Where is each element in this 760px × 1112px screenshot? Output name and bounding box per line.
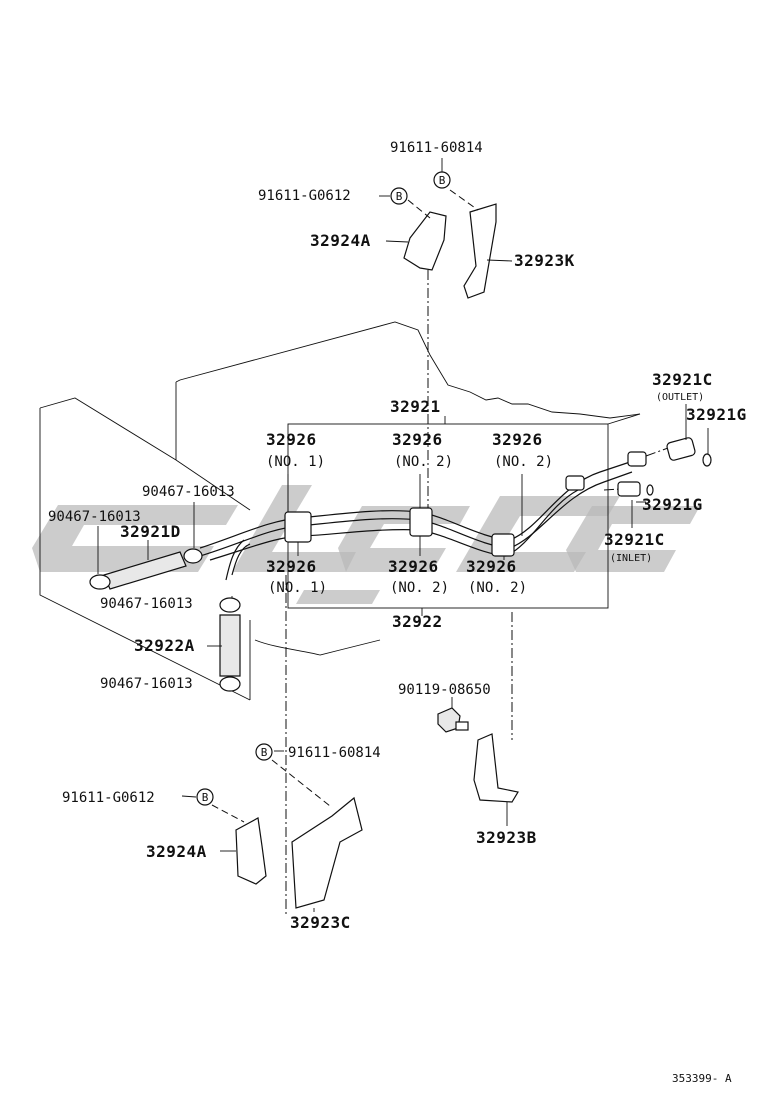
label-hose-lower: 32922A [134, 636, 195, 655]
label-hose-clip-mid: 90467-16013 [100, 596, 193, 612]
label-top-bolt-left: 91611-G0612 [258, 188, 351, 204]
label-outlet-union: 32921C [652, 370, 713, 389]
leader-lines [97, 158, 709, 912]
label-clamp-no1-bot: 32926 [266, 557, 317, 576]
label-clamp-no1-top-note: (NO. 1) [266, 454, 325, 470]
part-labels: 91611-60814 91611-G0612 32924A 32923K 32… [48, 140, 747, 1085]
hose-icon [89, 548, 241, 692]
label-hose-upper: 32921D [120, 522, 181, 541]
label-top-clamp: 32924A [310, 231, 371, 250]
ref-b-bot-left: B [202, 791, 209, 804]
label-clamp-no1-bot-note: (NO. 1) [268, 580, 327, 596]
union-fitting-icon [565, 437, 696, 497]
watermark-logo [32, 485, 700, 604]
ref-b-top-upper: B [439, 174, 446, 187]
label-clamp-no2-top-b-note: (NO. 2) [494, 454, 553, 470]
label-top-bracket: 32923K [514, 251, 575, 270]
ref-b-top-left: B [396, 190, 403, 203]
label-bot-bolt-upper: 91611-60814 [288, 745, 381, 761]
label-clamp-no2-bot-b: 32926 [466, 557, 517, 576]
label-hose-clip-low: 90467-16013 [100, 676, 193, 692]
label-clamp-no2-bot-a: 32926 [388, 557, 439, 576]
ref-b-bot-upper: B [261, 746, 268, 759]
label-hose-clip-upper: 90467-16013 [142, 484, 235, 500]
label-tube-assy-lower: 32922 [392, 612, 443, 631]
label-bracket-mid: 32923B [476, 828, 537, 847]
label-inlet-note: (INLET) [610, 553, 652, 564]
bolt-icon [437, 707, 469, 733]
label-bot-bracket: 32923C [290, 913, 351, 932]
label-inlet-gasket: 32921G [642, 495, 703, 514]
label-bolt-mid: 90119-08650 [398, 682, 491, 698]
body-outline [39, 321, 641, 701]
label-tube-assy-upper: 32921 [390, 397, 441, 416]
label-clamp-no2-bot-a-note: (NO. 2) [390, 580, 449, 596]
label-inlet-union: 32921C [604, 530, 665, 549]
callout-b-circle-icon: B B B B [196, 171, 451, 806]
label-bot-bolt-left: 91611-G0612 [62, 790, 155, 806]
gasket-ring-icon [646, 453, 712, 496]
label-clamp-no2-top-a: 32926 [392, 430, 443, 449]
label-clamp-no2-bot-b-note: (NO. 2) [468, 580, 527, 596]
label-clamp-no2-top-a-note: (NO. 2) [394, 454, 453, 470]
bracket-icon [235, 203, 519, 909]
label-outlet-note: (OUTLET) [656, 392, 704, 403]
drawing-number: 353399- A [672, 1072, 732, 1085]
label-clamp-no1-top: 32926 [266, 430, 317, 449]
label-hose-clip-left: 90467-16013 [48, 509, 141, 525]
label-outlet-gasket: 32921G [686, 405, 747, 424]
label-bot-clamp: 32924A [146, 842, 207, 861]
label-top-bolt-upper: 91611-60814 [390, 140, 483, 156]
label-clamp-no2-top-b: 32926 [492, 430, 543, 449]
